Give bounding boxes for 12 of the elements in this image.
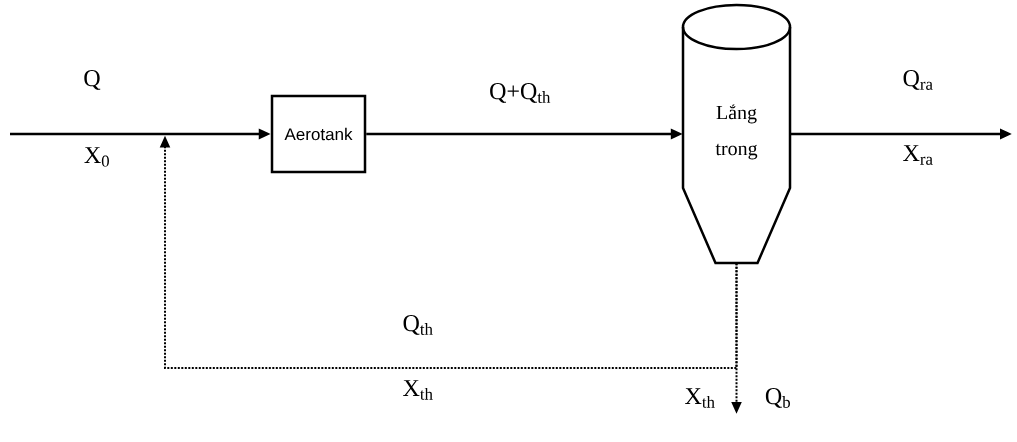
flow-label: X$_{th}$ bbox=[403, 380, 433, 400]
process-box: Aerotank bbox=[270, 94, 367, 174]
flow-label: X$_{th}$ bbox=[685, 388, 715, 408]
flow-label: Q$_{th}$ bbox=[403, 315, 433, 335]
flow-label: Q$_{b}$ bbox=[765, 388, 790, 408]
flow-label: Q bbox=[84, 70, 101, 90]
settling-tank: Lắng trong bbox=[681, 3, 792, 265]
flow-label: X$_{ra}$ bbox=[903, 145, 933, 165]
flow-label: Q$_{ra}$ bbox=[903, 70, 933, 90]
edge-label: Q+Q$_{th}$ bbox=[488, 82, 552, 104]
flow-label: X$_{0}$ bbox=[84, 147, 109, 167]
node-label: Lắng trong bbox=[715, 104, 758, 160]
